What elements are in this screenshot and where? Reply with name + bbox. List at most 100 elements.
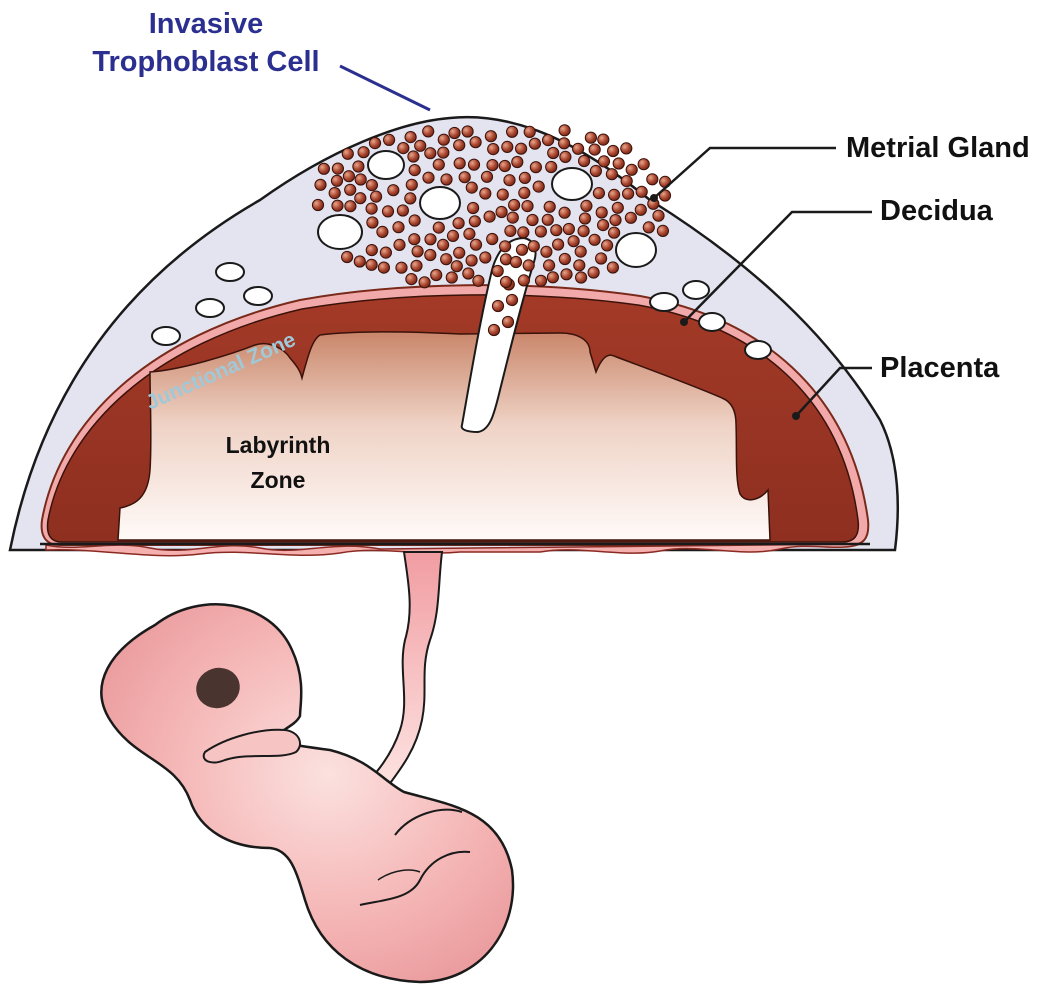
- trophoblast-cell-icon: [398, 143, 409, 154]
- trophoblast-cell-icon: [411, 260, 422, 271]
- trophoblast-cell-icon: [332, 200, 343, 211]
- trophoblast-cell-icon: [433, 159, 444, 170]
- trophoblast-cell-icon: [579, 213, 590, 224]
- trophoblast-cell-icon: [496, 206, 507, 217]
- trophoblast-cell-icon: [547, 272, 558, 283]
- trophoblast-cell-icon: [602, 240, 613, 251]
- trophoblast-cell-icon: [441, 254, 452, 265]
- trophoblast-cell-icon: [342, 148, 353, 159]
- trophoblast-cell-icon: [502, 316, 513, 327]
- trophoblast-cell-icon: [405, 132, 416, 143]
- trophoblast-cell-icon: [425, 148, 436, 159]
- vacuole-icon: [650, 293, 678, 311]
- trophoblast-cell-icon: [598, 220, 609, 231]
- trophoblast-cell-icon: [621, 176, 632, 187]
- trophoblast-cell-icon: [524, 126, 535, 137]
- trophoblast-cell-icon: [406, 179, 417, 190]
- trophoblast-cell-icon: [366, 245, 377, 256]
- trophoblast-cell-icon: [528, 241, 539, 252]
- trophoblast-cell-icon: [544, 260, 555, 271]
- vacuole-icon: [699, 313, 725, 331]
- trophoblast-cell-icon: [470, 239, 481, 250]
- trophoblast-cell-icon: [396, 262, 407, 273]
- trophoblast-cell-icon: [466, 182, 477, 193]
- trophoblast-cell-icon: [653, 210, 664, 221]
- trophoblast-cell-icon: [507, 212, 518, 223]
- trophoblast-cell-icon: [492, 300, 503, 311]
- trophoblast-cell-icon: [625, 212, 636, 223]
- invasive-leader-line: [340, 66, 430, 110]
- trophoblast-cell-icon: [508, 199, 519, 210]
- trophoblast-cell-icon: [568, 236, 579, 247]
- trophoblast-cell-icon: [559, 138, 570, 149]
- decidua-label: Decidua: [880, 195, 994, 227]
- decidua-point: [680, 318, 688, 326]
- trophoblast-cell-icon: [500, 254, 511, 265]
- trophoblast-cell-icon: [378, 262, 389, 273]
- trophoblast-cell-icon: [588, 267, 599, 278]
- trophoblast-cell-icon: [315, 179, 326, 190]
- trophoblast-cell-icon: [342, 251, 353, 262]
- trophoblast-cell-icon: [612, 202, 623, 213]
- trophoblast-cell-icon: [598, 156, 609, 167]
- trophoblast-cell-icon: [438, 147, 449, 158]
- trophoblast-cell-icon: [529, 138, 540, 149]
- vacuole-icon: [683, 281, 709, 299]
- trophoblast-cell-icon: [500, 276, 511, 287]
- trophoblast-cell-icon: [419, 277, 430, 288]
- vacuole-icon: [745, 341, 771, 359]
- metrial-gland-label: Metrial Gland: [846, 132, 1030, 164]
- trophoblast-cell-icon: [425, 249, 436, 260]
- trophoblast-cell-icon: [497, 189, 508, 200]
- trophoblast-cell-icon: [593, 188, 604, 199]
- trophoblast-cell-icon: [423, 172, 434, 183]
- trophoblast-cell-icon: [488, 144, 499, 155]
- trophoblast-cell-icon: [488, 324, 499, 335]
- trophoblast-cell-icon: [388, 185, 399, 196]
- trophoblast-cell-icon: [447, 230, 458, 241]
- trophoblast-cell-icon: [343, 171, 354, 182]
- trophoblast-cell-icon: [516, 244, 527, 255]
- trophoblast-cell-icon: [409, 234, 420, 245]
- trophoblast-cell-icon: [454, 158, 465, 169]
- metrial-gland-leader-line: [654, 148, 836, 198]
- trophoblast-cell-icon: [438, 239, 449, 250]
- trophoblast-cell-icon: [533, 181, 544, 192]
- vacuole-icon: [216, 263, 244, 281]
- trophoblast-cell-icon: [647, 174, 658, 185]
- trophoblast-cell-icon: [626, 164, 637, 175]
- trophoblast-cell-icon: [469, 216, 480, 227]
- trophoblast-cell-icon: [397, 205, 408, 216]
- trophoblast-cell-icon: [464, 228, 475, 239]
- trophoblast-cell-icon: [454, 247, 465, 258]
- trophoblast-cell-icon: [559, 253, 570, 264]
- trophoblast-cell-icon: [451, 261, 462, 272]
- trophoblast-cell-icon: [596, 253, 607, 264]
- trophoblast-cell-icon: [353, 161, 364, 172]
- vacuole-icon: [368, 151, 404, 179]
- trophoblast-cell-icon: [332, 163, 343, 174]
- trophoblast-cell-icon: [480, 252, 491, 263]
- trophoblast-cell-icon: [382, 206, 393, 217]
- trophoblast-cell-icon: [576, 272, 587, 283]
- trophoblast-cell-icon: [345, 201, 356, 212]
- trophoblast-cell-icon: [481, 171, 492, 182]
- trophoblast-cell-icon: [504, 175, 515, 186]
- trophoblast-cell-icon: [635, 204, 646, 215]
- trophoblast-cell-icon: [405, 193, 416, 204]
- trophoblast-cell-icon: [380, 247, 391, 258]
- trophoblast-cell-icon: [638, 159, 649, 170]
- trophoblast-cell-icon: [573, 143, 584, 154]
- trophoblast-cell-icon: [415, 140, 426, 151]
- trophoblast-cell-icon: [608, 145, 619, 156]
- trophoblast-cell-icon: [553, 239, 564, 250]
- trophoblast-cell-icon: [366, 180, 377, 191]
- trophoblast-cell-icon: [544, 201, 555, 212]
- trophoblast-cell-icon: [543, 135, 554, 146]
- trophoblast-cell-icon: [366, 203, 377, 214]
- trophoblast-cell-icon: [459, 172, 470, 183]
- trophoblast-cell-icon: [636, 186, 647, 197]
- trophoblast-cell-icon: [499, 160, 510, 171]
- labyrinth-label-line1: Labyrinth: [226, 432, 331, 458]
